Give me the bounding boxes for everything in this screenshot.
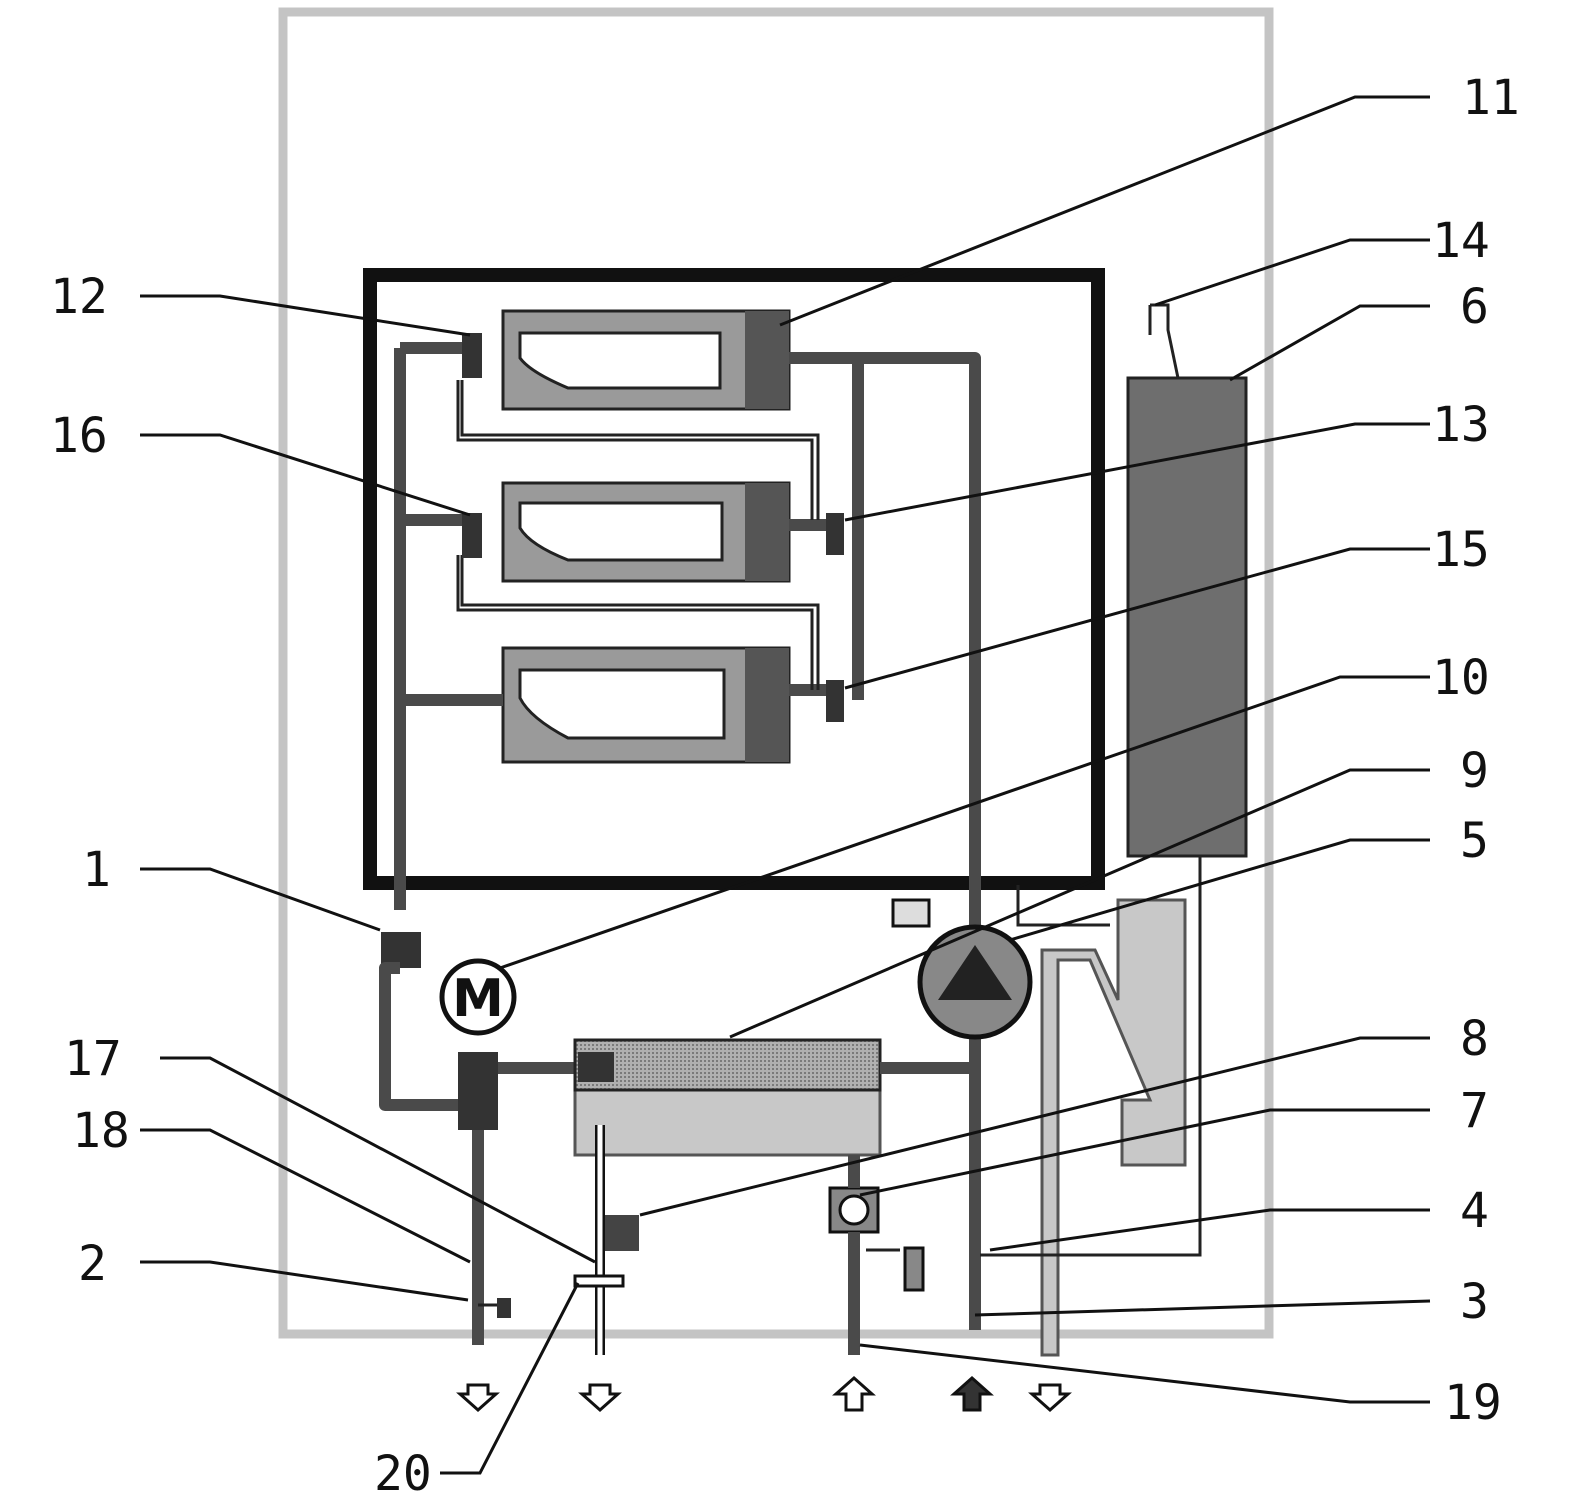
flow-arrow-4-up (954, 1378, 990, 1410)
component-2 (497, 1298, 511, 1318)
burner-module-top (503, 311, 789, 409)
component-4 (905, 1248, 923, 1290)
burner-module-bottom (503, 648, 789, 762)
label-14: 14 (1432, 213, 1490, 269)
label-19: 19 (1444, 1375, 1502, 1431)
label-15: 15 (1432, 522, 1490, 578)
label-18: 18 (72, 1103, 130, 1159)
line-9 (1018, 885, 1110, 925)
burner-module-middle (503, 483, 789, 581)
valve-15 (826, 680, 844, 722)
label-2: 2 (78, 1236, 107, 1292)
diverter-valve (458, 1052, 498, 1130)
component-20 (575, 1276, 623, 1286)
valve-12 (462, 333, 482, 378)
sensor-14 (1150, 305, 1178, 378)
flow-arrow-3-up (836, 1378, 872, 1410)
label-7: 7 (1460, 1083, 1489, 1139)
left-supply-pipe (400, 348, 503, 910)
label-12: 12 (50, 269, 108, 325)
motor-symbol: M (452, 969, 504, 1029)
label-6: 6 (1460, 279, 1489, 335)
label-5: 5 (1460, 813, 1489, 869)
label-16: 16 (50, 408, 108, 464)
label-17: 17 (64, 1031, 122, 1087)
label-1: 1 (82, 842, 111, 898)
component-7-ring (840, 1196, 868, 1224)
pump-top-box (893, 900, 929, 926)
label-9: 9 (1460, 743, 1489, 799)
label-20: 20 (374, 1446, 432, 1502)
label-10: 10 (1432, 650, 1490, 706)
label-13: 13 (1432, 397, 1490, 453)
valve-13 (826, 513, 844, 555)
plate-heat-exchanger-top (575, 1040, 880, 1090)
label-4: 4 (1460, 1183, 1489, 1239)
flow-arrow-5-down (1032, 1385, 1068, 1410)
label-11: 11 (1462, 70, 1520, 126)
flow-arrow-1-down (460, 1385, 496, 1410)
label-8: 8 (1460, 1011, 1489, 1067)
heat-exchanger (1128, 378, 1246, 856)
plate-valve (578, 1052, 614, 1082)
flow-arrow-2-down (582, 1385, 618, 1410)
label-3: 3 (1460, 1274, 1489, 1330)
valve-16 (462, 513, 482, 558)
component-8 (605, 1215, 639, 1251)
flue-duct (1042, 900, 1185, 1355)
